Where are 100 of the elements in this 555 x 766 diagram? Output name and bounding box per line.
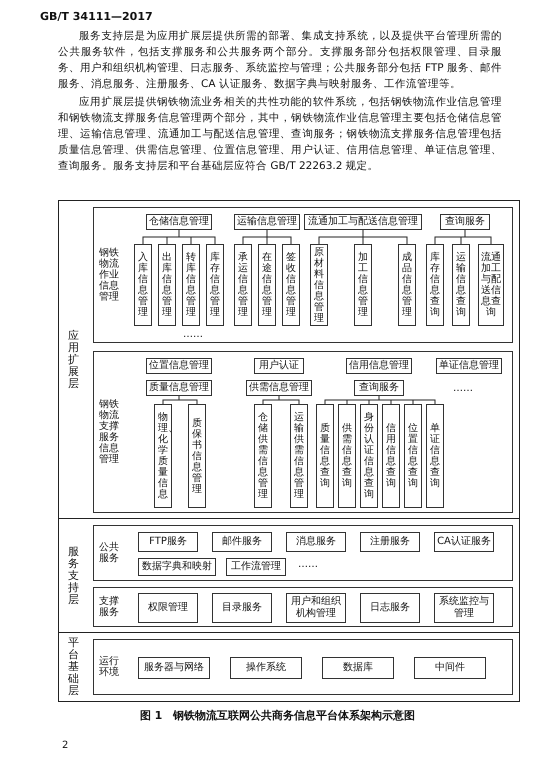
layer-label: 服务支持层 (68, 545, 79, 606)
module-label: 在途信息管理 (262, 252, 272, 318)
module-box (146, 358, 212, 374)
module-label: 用户和组织机构管理 (290, 596, 342, 620)
module-box (436, 358, 502, 374)
module-box (254, 404, 272, 508)
module-label: 运输信息查询 (456, 252, 466, 318)
module-box (338, 404, 356, 508)
module-label: 单证信息管理 (439, 360, 499, 372)
module-box (212, 532, 272, 552)
module-label: 出库信息管理 (162, 252, 172, 318)
ellipsis-text: …… (298, 559, 318, 570)
module-box (212, 593, 272, 623)
paragraph: 应用扩展层提供钢铁物流业务相关的共性功能的软件系统，包括钢铁物流作业信息管理和钢铁物流支撑服务信息管理两个部分，其中，钢铁物流作业信息管理主要包括仓储信息管理、运输信息管理、流通加工与配送信息管理、查询服务；钢铁物流支撑服务信息管理包括质量信息管理、供需信息管理、位置信息管理、用户认证、信用信息管理、单证信息管理、查询服务。服务支持层和平台基础层应符合 GB/T 22263.2 规定。 (58, 95, 502, 174)
module-label: FTP服务 (149, 536, 187, 548)
module-box (360, 404, 378, 508)
module-box (452, 244, 470, 326)
module-label: 仓储供需信息管理 (258, 412, 268, 500)
module-label: 单证信息查询 (430, 423, 440, 489)
module-label: CA认证服务 (437, 536, 491, 548)
module-label: 位置信息查询 (408, 423, 418, 489)
module-box (426, 244, 444, 326)
module-box (440, 214, 490, 230)
module-label: 供需信息管理 (249, 382, 309, 394)
module-label: 转库信息管理 (186, 252, 196, 318)
layer-label: 应用扩展层 (68, 329, 79, 390)
module-box (206, 244, 224, 326)
module-box (310, 244, 328, 326)
panel-label: 公共服务 (99, 542, 119, 564)
tree-connector (178, 230, 216, 244)
module-box (258, 244, 276, 326)
module-box (404, 404, 422, 508)
panel-label: 支撑服务 (99, 596, 119, 618)
module-label: 邮件服务 (222, 536, 262, 548)
module-label: 注册服务 (370, 536, 410, 548)
module-label: 签收信息管理 (286, 252, 296, 318)
module-label: 质保书信息管理 (192, 418, 202, 494)
module-label: 仓储信息管理 (149, 216, 209, 228)
module-label: 信用信息查询 (386, 423, 396, 489)
module-label: 流通加工与配送信息管理 (308, 216, 418, 228)
module-box (158, 244, 176, 326)
module-label: 日志服务 (370, 602, 410, 614)
module-box (414, 657, 486, 679)
module-label: 身份认证信息查询 (364, 412, 374, 500)
module-label: 用户认证 (259, 360, 299, 372)
module-box (282, 244, 300, 326)
module-box (188, 404, 206, 508)
module-box (154, 404, 172, 508)
module-label: 目录服务 (222, 602, 262, 614)
tree-connector (178, 396, 198, 404)
module-label: 原材料信息管理 (314, 246, 324, 324)
module-label: 权限管理 (148, 602, 188, 614)
module-box (138, 558, 216, 576)
module-label: 查询服务 (359, 382, 399, 394)
module-label: 质量信息查询 (320, 423, 330, 489)
layer-label: 平台基础层 (68, 636, 79, 698)
figure-caption: 图 1 钢铁物流互联网公共商务信息平台体系架构示意图 (138, 708, 416, 723)
module-box (354, 380, 404, 396)
group-panel (93, 639, 513, 695)
module-label: 库存信息管理 (210, 252, 220, 318)
module-box (398, 244, 416, 326)
module-label: 中间件 (435, 662, 465, 674)
module-box (360, 532, 420, 552)
module-box (182, 244, 200, 326)
module-box (322, 657, 394, 679)
module-box (246, 380, 312, 396)
module-label: 运输信息管理 (237, 216, 297, 228)
module-box (134, 244, 152, 326)
tree-connector (266, 230, 292, 244)
module-label: 质量信息管理 (149, 382, 209, 394)
module-label: 数据库 (343, 662, 373, 674)
panel-label: 钢铁物流支撑服务信息管理 (99, 399, 119, 465)
paragraph: 服务支持层是为应用扩展层提供所需的部署、集成支持系统，以及提供平台管理所需的公共服务软件，包括支撑服务和公共服务两个部分。支撑服务部分包括权限管理、目录服务、用户和组织机构管理、日志服务、系统监控与管理；公共服务部分包括 FTP 服务、邮件服务、消息服务、注册服务、CA 认证服务、数据字典与映射服务、工作流管理等。 (58, 29, 502, 92)
group-panel (93, 207, 513, 343)
module-label: 运输供需信息管理 (294, 412, 304, 500)
module-box (230, 657, 302, 679)
module-label: 入库信息管理 (138, 252, 148, 318)
module-label: 数据字典和映射 (142, 561, 212, 573)
module-box (346, 358, 412, 374)
group-panel (93, 587, 513, 627)
ellipsis-text: …… (183, 329, 203, 340)
module-label: 信用信息管理 (349, 360, 409, 372)
module-box (360, 593, 420, 623)
module-label: 供需信息查询 (342, 423, 352, 489)
module-label: 加工信息管理 (358, 252, 368, 318)
page-number: 2 (62, 740, 68, 751)
module-box (138, 657, 210, 679)
panel-label: 运行环境 (99, 656, 119, 678)
module-box (254, 358, 304, 374)
module-box (138, 532, 198, 552)
module-box (478, 244, 504, 326)
module-box (138, 593, 198, 623)
module-box (146, 214, 212, 230)
module-box (304, 214, 422, 230)
module-label: 操作系统 (246, 662, 286, 674)
module-label: 承运信息管理 (238, 252, 248, 318)
module-box (290, 404, 308, 508)
group-panel (93, 351, 513, 513)
module-box (316, 404, 334, 508)
module-box (426, 404, 444, 508)
